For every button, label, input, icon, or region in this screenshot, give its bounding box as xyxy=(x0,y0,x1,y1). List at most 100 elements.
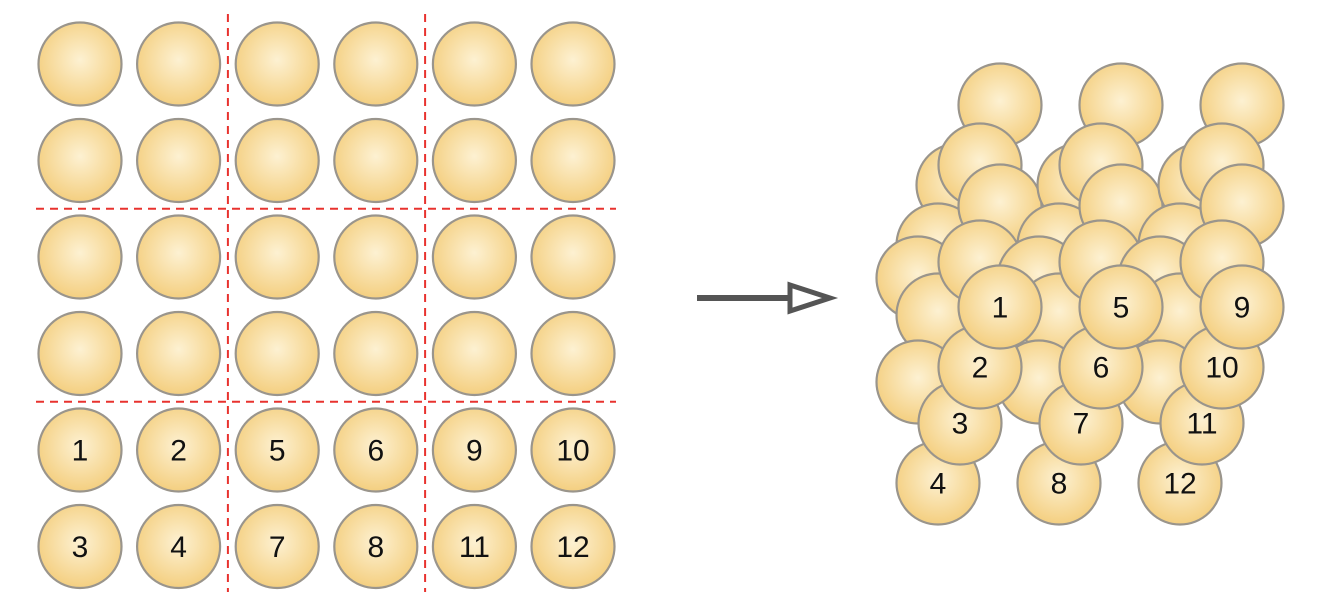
arrow-head xyxy=(787,281,839,315)
stack-ball-5: 5 xyxy=(1078,264,1164,350)
ball-circle xyxy=(431,310,517,397)
ball-2: 2 xyxy=(136,407,222,493)
ball xyxy=(37,21,123,107)
ball-circle xyxy=(37,214,123,300)
ball-circle xyxy=(530,310,616,397)
ball xyxy=(530,310,616,397)
ball xyxy=(234,117,320,204)
ball xyxy=(431,21,517,107)
ball-circle xyxy=(234,21,320,107)
ball-circle xyxy=(136,214,222,300)
ball xyxy=(431,117,517,204)
ball xyxy=(234,21,320,107)
ball xyxy=(37,214,123,300)
ball xyxy=(333,117,419,204)
ball-label: 3 xyxy=(72,531,89,564)
ball-label: 4 xyxy=(170,531,187,564)
ball-circle xyxy=(37,117,123,204)
ball-label: 8 xyxy=(367,531,384,564)
arrow-right-icon xyxy=(697,281,839,315)
ball-circle xyxy=(37,503,123,590)
ball-circle xyxy=(136,407,222,493)
ball-label: 2 xyxy=(170,435,187,468)
ball xyxy=(333,21,419,107)
ball-circle xyxy=(530,21,616,107)
ball-circle xyxy=(37,407,123,493)
ball-4: 4 xyxy=(136,503,222,590)
ball-circle xyxy=(333,21,419,107)
ball xyxy=(37,117,123,204)
ball-label: 2 xyxy=(972,352,989,385)
ball xyxy=(37,310,123,397)
ball-label: 1 xyxy=(72,435,89,468)
ball-circle xyxy=(530,117,616,204)
ball xyxy=(431,310,517,397)
grid-dividers xyxy=(36,14,616,592)
ball-circle xyxy=(333,117,419,204)
ball-label: 9 xyxy=(466,435,483,468)
ball-circle xyxy=(431,503,517,590)
ball-12: 12 xyxy=(530,503,616,590)
ball-circle xyxy=(333,407,419,493)
ball-6: 6 xyxy=(333,407,419,493)
ball-circle xyxy=(431,21,517,107)
ball xyxy=(530,117,616,204)
ball-label: 12 xyxy=(556,531,589,564)
ball-circle xyxy=(1199,264,1285,350)
stack-ball-9: 9 xyxy=(1199,264,1285,350)
ball-label: 6 xyxy=(367,435,384,468)
ball-3: 3 xyxy=(37,503,123,590)
ball xyxy=(136,117,222,204)
ball-7: 7 xyxy=(234,503,320,590)
ball-circle xyxy=(530,503,616,590)
ball-circle xyxy=(333,310,419,397)
ball-label: 9 xyxy=(1234,292,1251,325)
ball-circle xyxy=(1078,264,1164,350)
ball-circle xyxy=(136,117,222,204)
ball-label: 6 xyxy=(1093,352,1110,385)
ball-circle xyxy=(234,503,320,590)
ball-label: 5 xyxy=(269,435,286,468)
ball-label: 5 xyxy=(1113,292,1130,325)
ball-9: 9 xyxy=(431,407,517,493)
ball-circle xyxy=(333,503,419,590)
ball-label: 11 xyxy=(1186,408,1217,441)
ball-10: 10 xyxy=(530,407,616,493)
ball-11: 11 xyxy=(431,503,517,590)
ball-label: 10 xyxy=(556,435,589,468)
stack-ball-10: 10 xyxy=(1179,324,1265,410)
ball-circle xyxy=(957,264,1043,350)
ball xyxy=(333,310,419,397)
ball-circle xyxy=(234,117,320,204)
ball xyxy=(234,214,320,300)
ball-circle xyxy=(431,407,517,493)
ball xyxy=(136,214,222,300)
ball xyxy=(136,310,222,397)
ball-circle xyxy=(431,214,517,300)
ball-label: 12 xyxy=(1163,468,1196,501)
ball-label: 7 xyxy=(1073,408,1090,441)
ball-circle xyxy=(234,310,320,397)
ball-label: 8 xyxy=(1051,468,1068,501)
ball xyxy=(333,214,419,300)
ball xyxy=(234,310,320,397)
ball xyxy=(530,21,616,107)
ball-circle xyxy=(37,310,123,397)
ball-circle xyxy=(530,214,616,300)
ball-circle xyxy=(431,117,517,204)
ball-5: 5 xyxy=(234,407,320,493)
ball-circle xyxy=(530,407,616,493)
ball-1: 1 xyxy=(37,407,123,493)
ball-circle xyxy=(234,407,320,493)
ball-circle xyxy=(234,214,320,300)
ball-label: 4 xyxy=(930,468,947,501)
ball xyxy=(431,214,517,300)
ball-8: 8 xyxy=(333,503,419,590)
ball-label: 11 xyxy=(459,531,490,564)
ball-label: 3 xyxy=(952,408,969,441)
ball xyxy=(530,214,616,300)
ball-circle xyxy=(136,503,222,590)
